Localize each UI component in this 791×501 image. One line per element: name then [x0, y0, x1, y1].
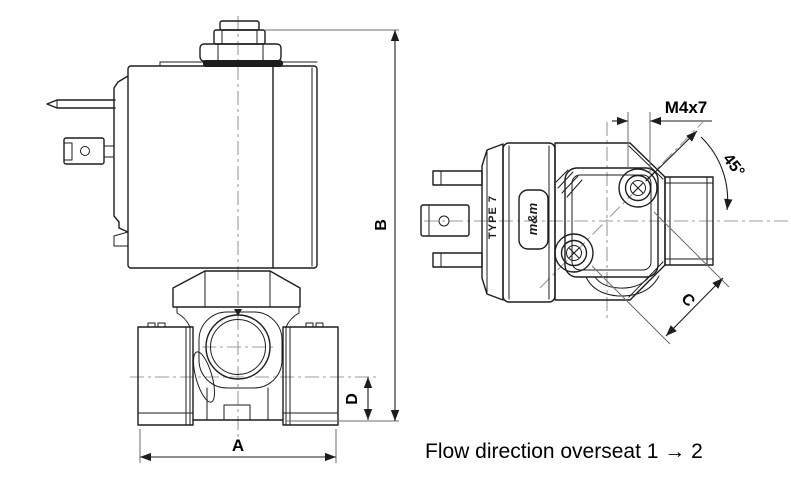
dim-c-label: C: [677, 290, 698, 310]
valve-body-side: [137, 270, 339, 426]
dim-d-label: D: [344, 393, 361, 405]
side-view-centerlines: [130, 16, 377, 442]
dim-a-label: A: [232, 436, 244, 455]
flow-marker: [234, 309, 242, 316]
side-view: B D A: [46, 16, 400, 463]
screw-bottom-left: [554, 233, 594, 273]
connector-type-label: TYPE 7: [487, 195, 499, 239]
connector-pins-side: [46, 75, 129, 247]
thread-label: M4x7: [665, 98, 708, 117]
dimension-d: D: [344, 377, 373, 420]
pin-block-middle: [420, 204, 470, 237]
brand-logo-badge: [518, 189, 549, 250]
dimension-c: C: [591, 211, 730, 345]
dimension-b: B: [265, 29, 400, 422]
pin-hole: [438, 215, 450, 227]
pin-tab-top: [432, 170, 483, 186]
pin-top: [46, 99, 116, 109]
pin-tab-bottom: [432, 252, 483, 268]
corner-ribs: [555, 169, 583, 198]
outlet-port: [664, 176, 714, 266]
dimension-m4x7: M4x7: [612, 98, 712, 174]
pin-middle: [63, 137, 105, 165]
dimension-45deg: 45°: [645, 130, 748, 211]
top-view: TYPE 7 m&m: [420, 98, 788, 345]
dim-b-label: B: [373, 219, 390, 231]
seat-trim: [192, 351, 216, 403]
screw-top-right: [618, 168, 658, 208]
port-left: [137, 322, 194, 426]
front-port-inner: [210, 319, 266, 375]
hex-nut: [172, 270, 301, 308]
coil-body: [127, 61, 318, 269]
armature-cap: [199, 20, 283, 67]
flow-channel-elbow: [585, 275, 660, 297]
coil-block-top: m&m: [502, 142, 556, 303]
dimension-a: A: [139, 429, 337, 463]
bottom-notch: [223, 404, 251, 421]
front-port-flange: [198, 311, 283, 389]
pin-hole: [80, 146, 90, 156]
valve-body-top: [554, 142, 714, 301]
connector-housing: TYPE 7: [481, 143, 504, 301]
connector-pins-top: [420, 170, 483, 268]
angle-label: 45°: [719, 151, 747, 181]
flow-direction-note: Flow direction overseat 1 → 2: [425, 440, 703, 463]
port-right: [282, 322, 339, 426]
brand-logo-text: m&m: [525, 202, 540, 235]
